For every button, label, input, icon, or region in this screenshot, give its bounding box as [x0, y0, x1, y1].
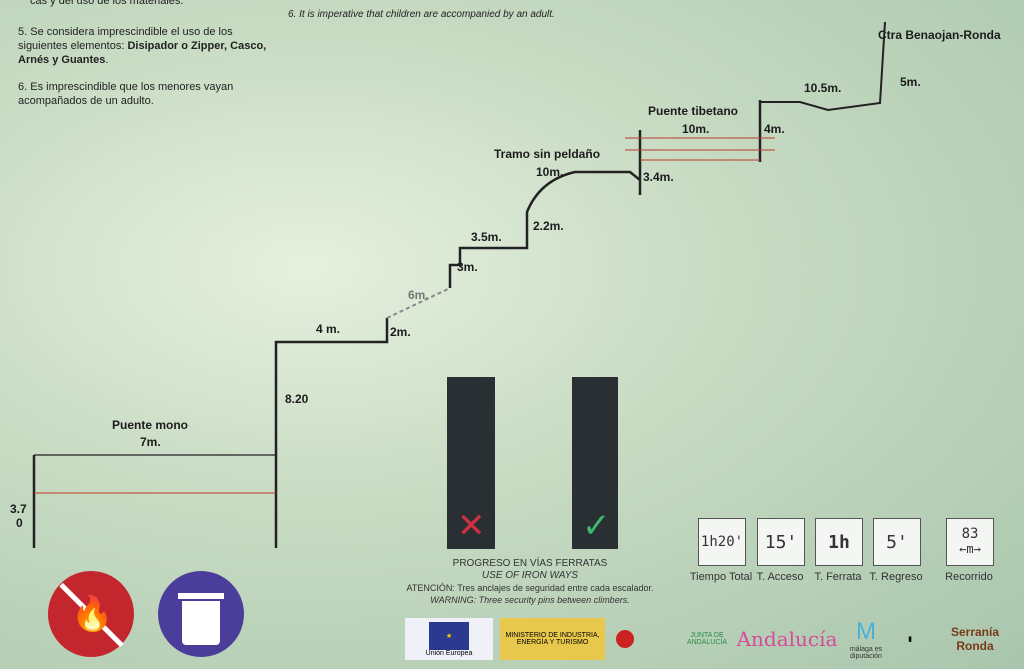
logo-serrania: Serranía Ronda	[950, 625, 1000, 653]
stat-total-time: 1h20'	[698, 518, 746, 566]
profile-line	[274, 318, 389, 548]
wrong-climbing-illustration: ✕	[447, 377, 495, 549]
label-puente-tibetano: Puente tibetano	[648, 104, 739, 118]
check-icon: ✓	[582, 507, 611, 545]
label-7m: 7m.	[140, 435, 161, 449]
label-3-4m: 3.4m.	[643, 170, 674, 184]
label-4m-b: 4m.	[764, 122, 785, 136]
logo-eu: ★Unión Europea	[405, 618, 493, 660]
label-3m: 3m.	[457, 260, 478, 274]
label-5m: 5m.	[900, 75, 921, 89]
label-10m: 10m.	[536, 165, 564, 179]
label-puente-mono: Puente mono	[112, 418, 189, 432]
stat-ferrata-time: 1h	[815, 518, 863, 566]
label-start-height: 3.7	[10, 502, 27, 516]
stat-label-access: T. Acceso	[756, 571, 804, 583]
final-line	[760, 21, 886, 112]
rule-5: 5. Se considera imprescindible el uso de…	[18, 26, 267, 66]
correct-climbing-illustration: ✓	[572, 377, 618, 549]
cross-icon: ✕	[457, 507, 486, 545]
six-m-section	[386, 287, 451, 319]
stat-return-time: 5'	[873, 518, 921, 566]
stat-label-total: Tiempo Total	[689, 571, 753, 583]
stat-access-time: 15'	[757, 518, 805, 566]
trash-bin-icon	[158, 571, 244, 657]
label-2-2m: 2.2m.	[533, 219, 564, 233]
label-tramo: Tramo sin peldaño	[494, 147, 601, 161]
label-zero: 0	[16, 516, 23, 530]
logo-spain	[610, 618, 640, 660]
stat-distance: 83←m→	[946, 518, 994, 566]
logo-turismo-rural: ▮	[908, 636, 912, 643]
logo-ministerio: MINISTERIO DE INDUSTRIA, ENERGÍA Y TURIS…	[500, 618, 605, 660]
label-10-5m: 10.5m.	[804, 81, 842, 95]
distance-unit: ←m→	[959, 542, 981, 556]
logo-junta: JUNTA DE ANDALUCÍA	[686, 632, 728, 646]
no-fire-icon: 🔥	[48, 571, 134, 657]
label-tib-10m: 10m.	[682, 122, 710, 136]
rule-5-text: 5. Se considera imprescindible el uso de…	[18, 26, 233, 52]
label-3-5m: 3.5m.	[471, 230, 502, 244]
fire-glyph: 🔥	[71, 595, 114, 633]
warning-text: WARNING: Three security pins between cli…	[430, 595, 630, 605]
stat-label-distance: Recorrido	[945, 571, 993, 583]
profile-line-upper	[448, 170, 641, 288]
stat-label-return: T. Regreso	[869, 571, 923, 583]
label-6m: 6m.	[408, 288, 429, 302]
iron-ways-title-en: USE OF IRON WAYS	[481, 570, 579, 581]
rule-6: 6. Es imprescindible que los menores vay…	[18, 81, 234, 107]
distance-value: 83	[961, 526, 979, 542]
stat-label-ferrata: T. Ferrata	[814, 571, 862, 583]
rule-5-equipment: Disipador o Zipper, Casco, Arnés y Guant…	[18, 40, 267, 66]
label-2m: 2m.	[390, 325, 411, 339]
logo-andalucia: Andalucía	[736, 627, 838, 651]
label-road: Ctra Benaojan-Ronda	[878, 28, 1001, 42]
rule-6-en: 6. It is imperative that children are ac…	[288, 9, 555, 20]
atencion-text: ATENCIÓN: Tres anclajes de seguridad ent…	[406, 583, 654, 593]
iron-ways-caption: PROGRESO EN VÍAS FERRATAS USE OF IRON WA…	[400, 558, 660, 606]
label-8-20: 8.20	[285, 392, 309, 406]
label-4m: 4 m.	[316, 322, 341, 336]
rule-text: cas y del uso de los materiales.	[30, 0, 184, 7]
iron-ways-title: PROGRESO EN VÍAS FERRATAS	[452, 558, 608, 569]
